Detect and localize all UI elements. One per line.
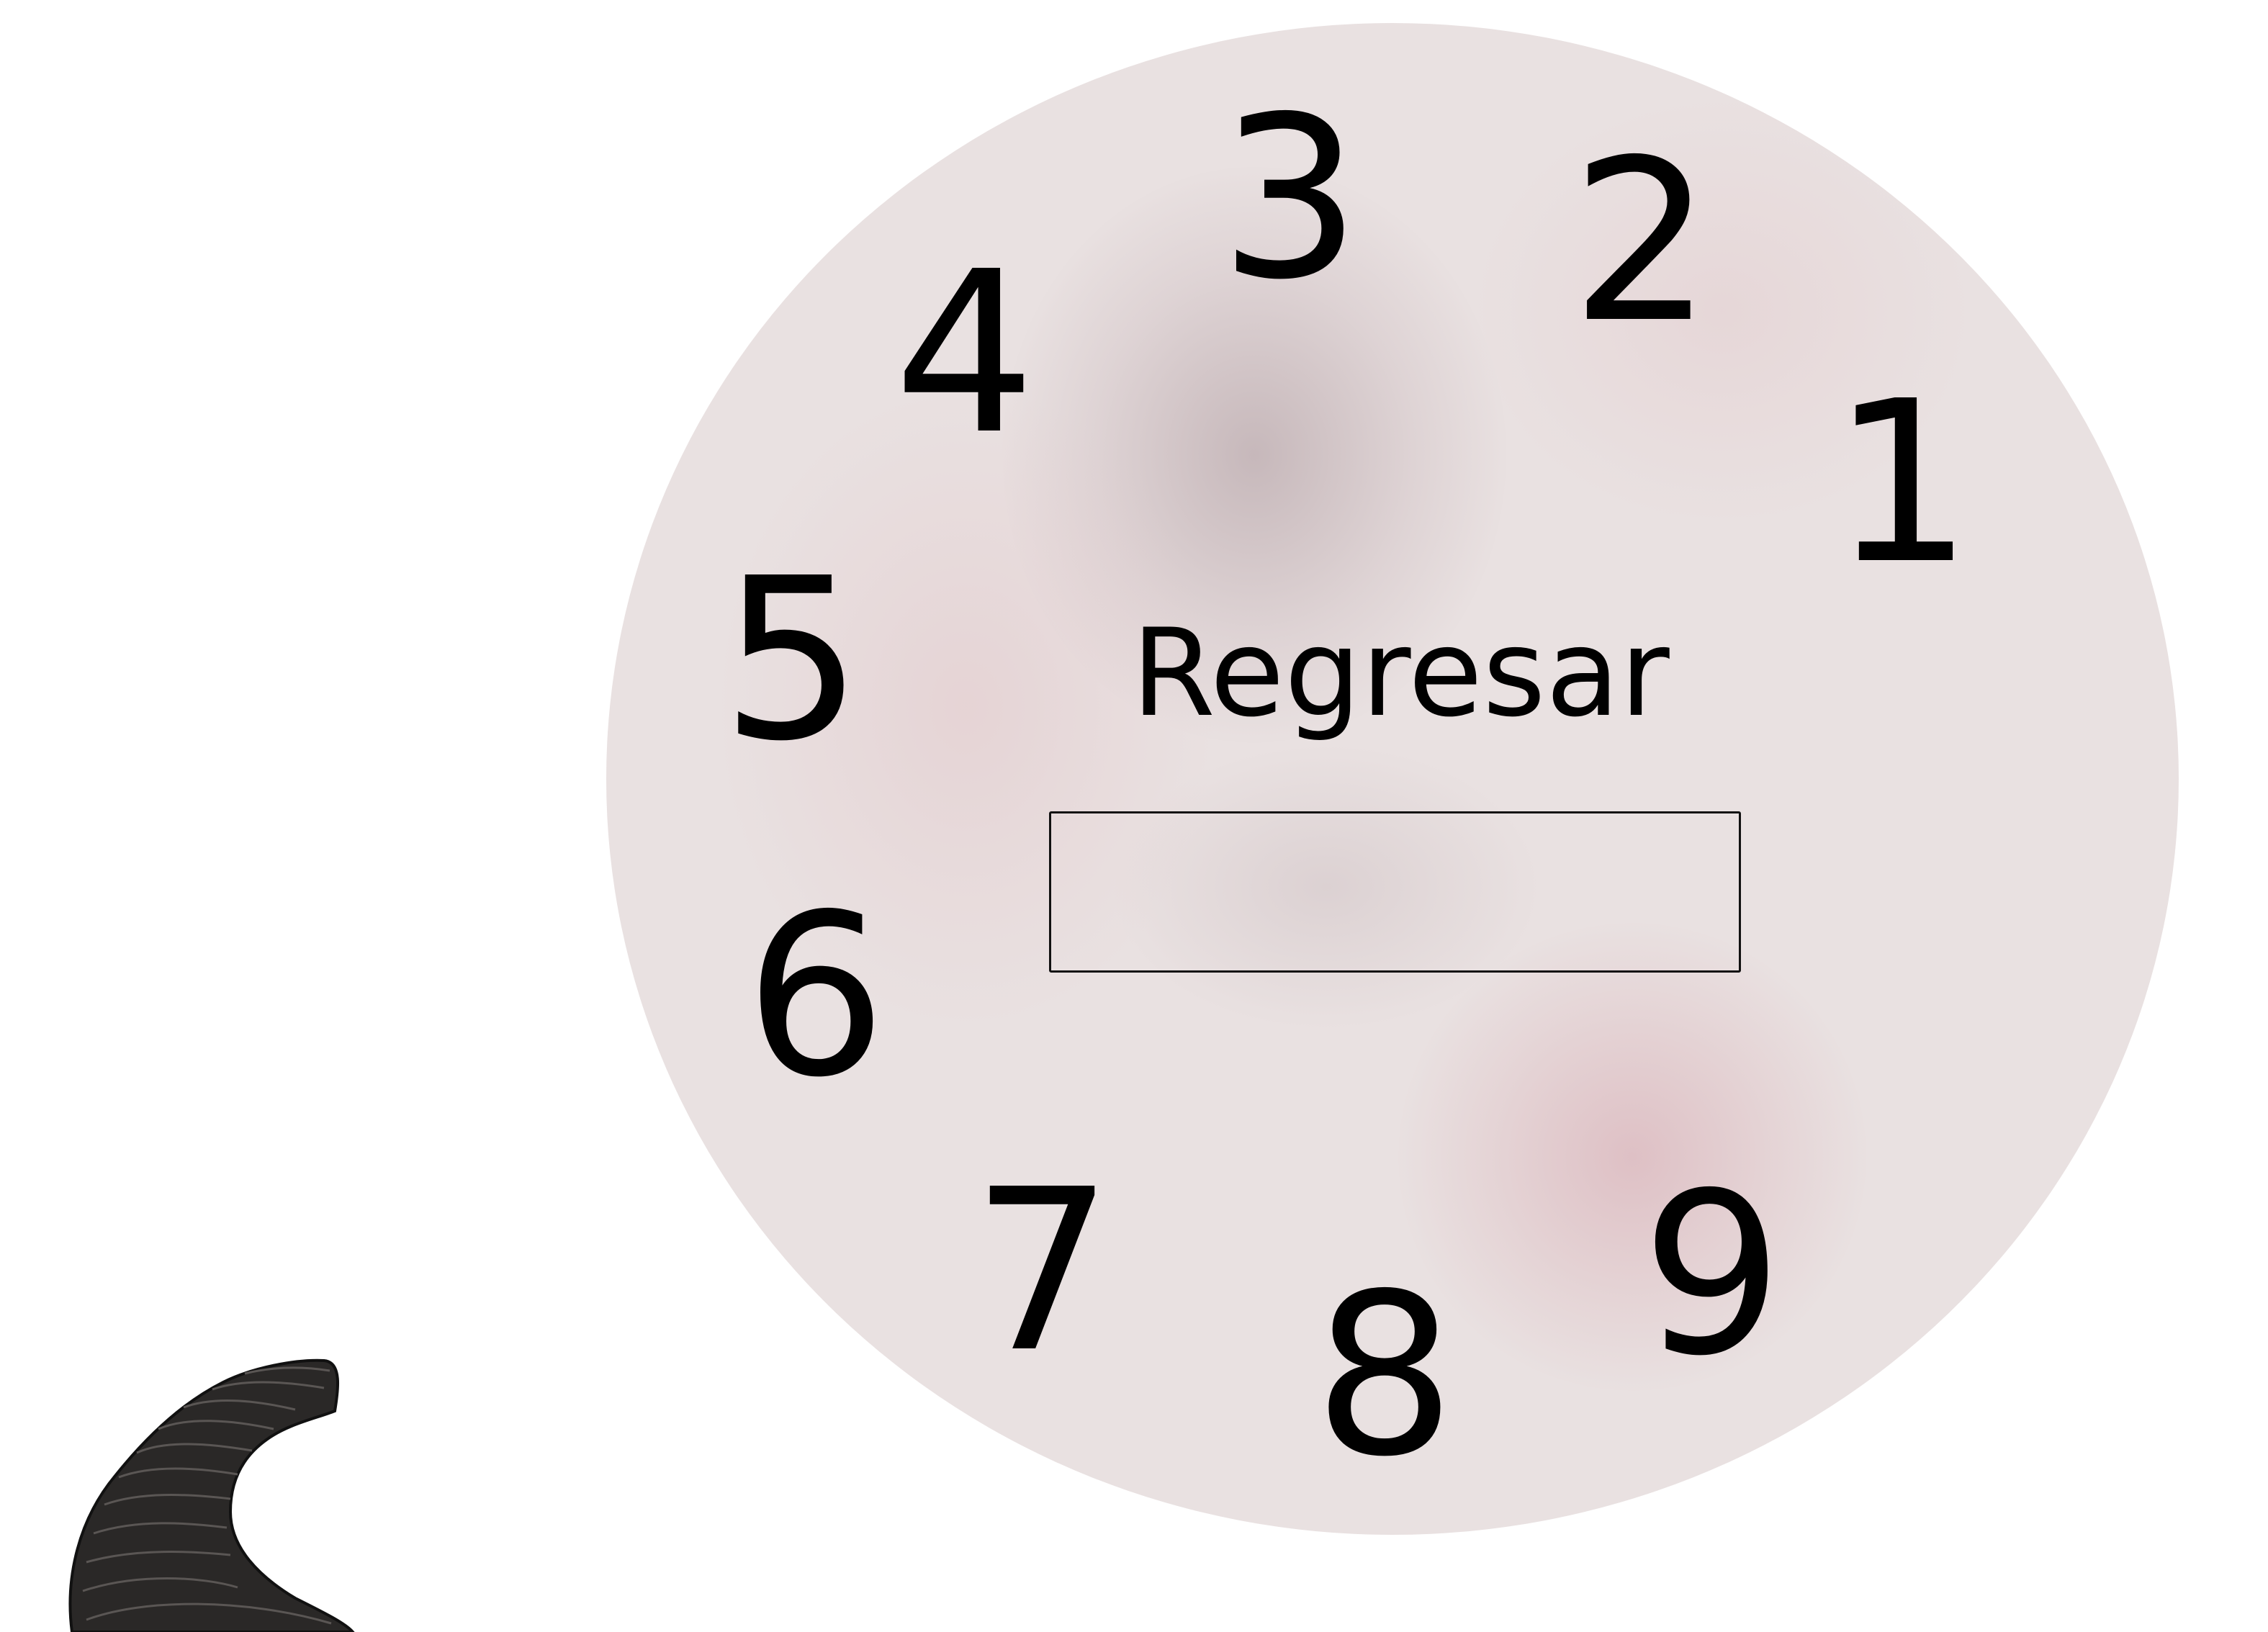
dial-digit-1[interactable]: 1 — [1831, 353, 1974, 613]
dial-digit-7[interactable]: 7 — [971, 1142, 1114, 1402]
dial-digit-6[interactable]: 6 — [744, 867, 887, 1127]
dial-smudge — [1398, 923, 1866, 1391]
dial-digit-3[interactable]: 3 — [1219, 69, 1362, 329]
dial-digit-8[interactable]: 8 — [1313, 1246, 1456, 1506]
dial-digit-5[interactable]: 5 — [721, 531, 863, 790]
code-entry-box — [1049, 811, 1741, 973]
tentacle-ridges — [82, 1366, 332, 1625]
dial-digit-4[interactable]: 4 — [894, 224, 1036, 484]
dial-digit-9[interactable]: 9 — [1641, 1145, 1783, 1405]
back-button[interactable]: Regresar — [1131, 603, 1670, 744]
dial-digit-2[interactable]: 2 — [1570, 112, 1713, 372]
tentacle-icon — [68, 1358, 355, 1632]
